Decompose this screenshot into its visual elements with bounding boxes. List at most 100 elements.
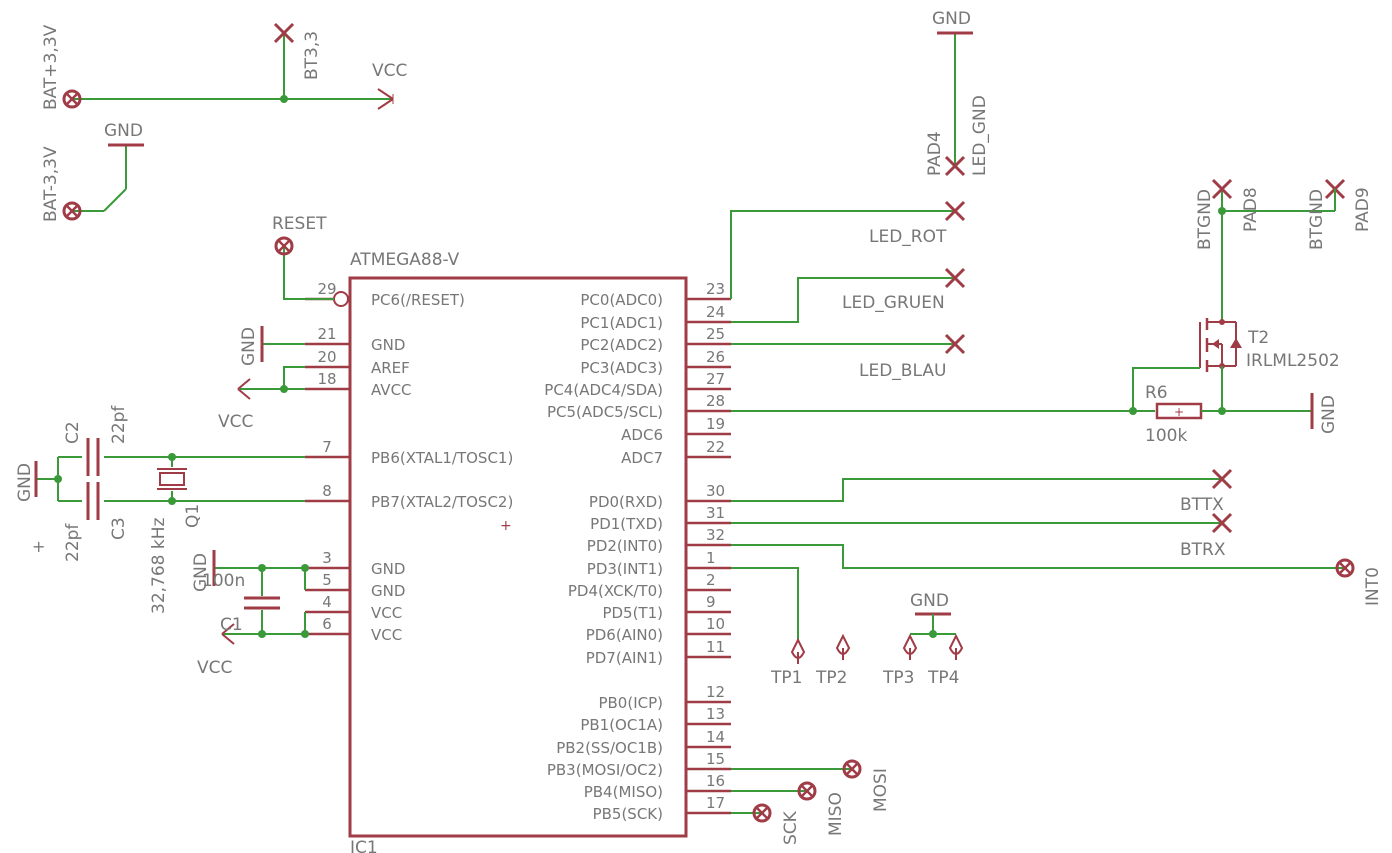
pin-name: VCC [371,604,402,622]
bt33-label: BT3,3 [302,31,322,80]
ic-name: ATMEGA88-V [350,250,460,270]
pin-number: 15 [706,750,725,768]
t2-label: T2 [1247,328,1269,348]
testpoint-section [731,567,964,664]
pin-number: 31 [706,504,725,522]
int0-pad[interactable] [1335,558,1355,578]
pin-name: PD6(AIN0) [586,626,663,644]
reset-pad[interactable] [274,236,294,256]
avcc-section [237,326,305,400]
c2-value: 22pf [109,405,129,444]
pin-number: 4 [322,593,332,611]
pin-number: 32 [706,526,725,544]
miso-label: MISO [826,792,846,836]
pin-name: PD1(TXD) [590,515,663,533]
tp4-label: TP4 [927,668,959,688]
led-gruen-label: LED_GRUEN [842,293,945,313]
pin-name: GND [371,560,405,578]
pin-name: ADC6 [621,426,663,444]
pin-number: 1 [706,549,716,567]
pin-number: 10 [706,615,725,633]
sck-label: SCK [781,810,801,845]
pin-number: 26 [706,348,725,366]
transistor-section: + [731,178,1346,429]
pin-number: 7 [322,438,332,456]
crystal-section [34,438,305,520]
ic-body[interactable] [348,276,688,838]
bttx-label: BTTX [1180,495,1224,515]
r6-label: R6 [1145,383,1168,403]
pin-name: PC4(ADC4/SDA) [544,381,663,399]
pin-name: PB4(MISO) [584,783,663,801]
led-blau-label: LED_BLAU [859,361,946,381]
gnd-label-21: GND [239,327,259,366]
gnd-label-tp: GND [910,591,949,611]
bat-minus-label: BAT-3,3V [41,146,61,222]
c3-label: C3 [109,517,129,540]
sck-pad[interactable] [752,803,772,823]
pin-name: PC0(ADC0) [580,291,663,309]
led-rot-label: LED_ROT [869,227,947,247]
gnd-label-crystal: GND [15,463,35,502]
pin-name: PD4(XCK/T0) [568,582,663,600]
pin-name: PB7(XTAL2/TOSC2) [371,493,513,511]
pin-name: PB3(MOSI/OC2) [547,761,663,779]
pin-name: PB0(ICP) [598,694,663,712]
q1-crystal[interactable] [159,472,185,486]
vcc-label-avcc: VCC [218,412,253,432]
pin-name: PD0(RXD) [589,493,663,511]
mosi-label: MOSI [871,768,891,812]
r6-plus: + [1174,405,1184,419]
ic-ref: IC1 [350,838,378,853]
pin-number: 28 [706,392,725,410]
mosi-pad[interactable] [842,759,862,779]
pad4-label: PAD4 [925,131,945,176]
right-pin-group: 23PC0(ADC0)24PC1(ADC1)25PC2(ADC2)26PC3(A… [544,280,731,823]
pin-number: 29 [317,280,336,298]
pin-name: PC5(ADC5/SCL) [547,403,663,421]
led-section [730,31,973,355]
pin-name: ADC7 [621,449,663,467]
isp-section [731,759,862,823]
gnd-label-bat: GND [104,121,143,141]
pin-number: 11 [706,638,725,656]
miso-pad[interactable] [797,781,817,801]
pin-number: 14 [706,728,725,746]
int0-label: INT0 [1363,567,1383,606]
pin-number: 19 [706,415,725,433]
pin-name: VCC [371,626,402,644]
bat-minus-pad[interactable] [62,201,82,221]
pin-number: 9 [706,593,716,611]
t2-mosfet[interactable] [1199,318,1242,372]
pin-name: PC3(ADC3) [580,359,663,377]
uart-section [731,468,1355,578]
bat-plus-pad[interactable] [62,89,82,109]
c1-value: 100n [202,571,245,591]
pin-name: GND [371,582,405,600]
origin-marker: + [500,518,512,534]
reset-label: RESET [272,214,327,234]
pad9-label: PAD9 [1353,187,1373,232]
pin-name: PD5(T1) [602,604,663,622]
pin-number: 16 [706,772,725,790]
pin-number: 21 [317,325,336,343]
gnd-label-t2: GND [1319,395,1339,434]
pin-number: 30 [706,482,725,500]
btgnd-label-1: BTGND [1195,189,1215,250]
pin-name: AVCC [371,381,412,399]
pin-number: 22 [706,438,725,456]
left-pin-group: 29PC6(/RESET)21GND20AREF18AVCC7PB6(XTAL1… [305,280,513,644]
t2-value: IRLML2502 [1246,351,1340,371]
led-gnd-label: LED_GND [970,95,990,176]
pin-number: 23 [706,280,725,298]
pin-number: 3 [322,549,332,567]
q1-label: Q1 [183,504,203,528]
btrx-label: BTRX [1180,540,1226,560]
pin-name: PD2(INT0) [587,537,663,555]
pin-number: 18 [317,370,336,388]
c3-value: 22pf [63,523,83,562]
pin-number: 20 [317,348,336,366]
pin-number: 24 [706,303,725,321]
tp3-label: TP3 [882,668,914,688]
pin-name: PB1(OC1A) [580,716,663,734]
